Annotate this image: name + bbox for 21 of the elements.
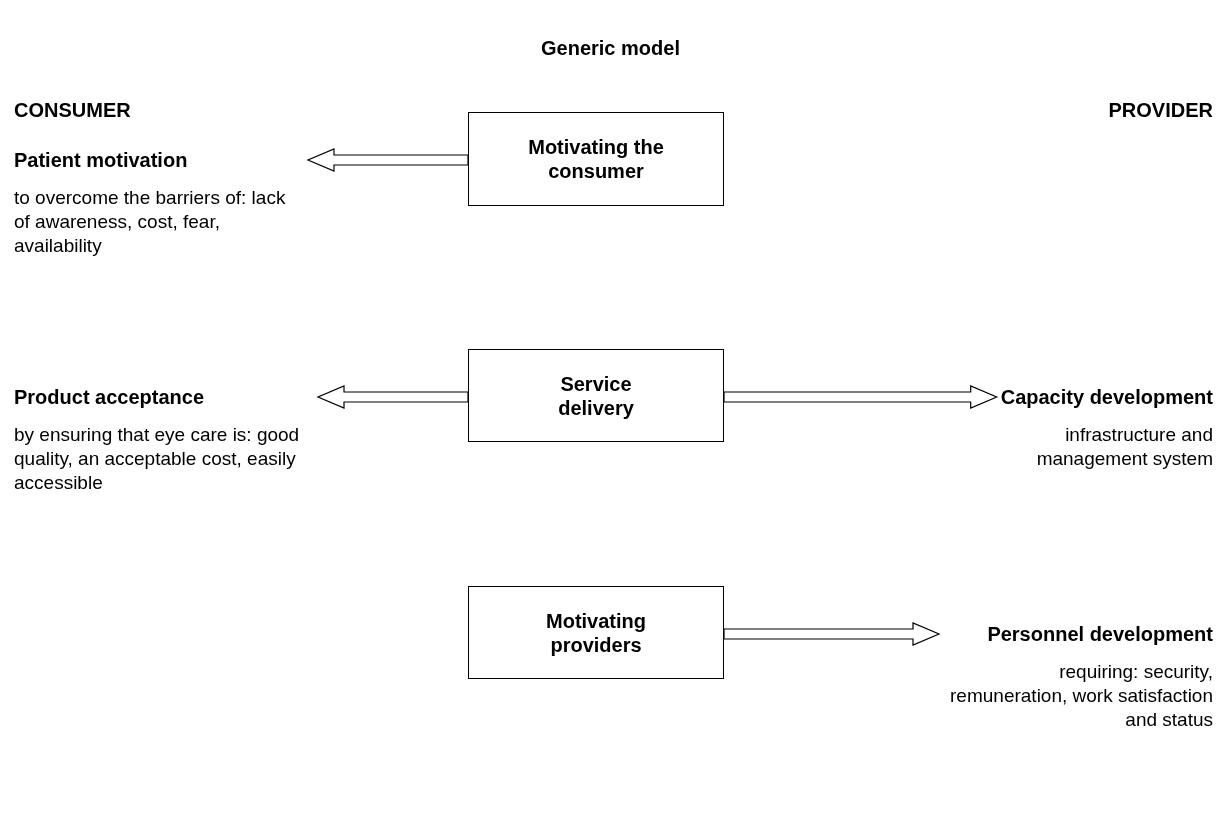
block-arrow: [316, 385, 469, 409]
node-heading: Patient motivation: [14, 148, 189, 172]
node-description: requiring: security, remuneration, work satisfaction and status: [949, 660, 1213, 732]
column-heading: PROVIDER: [1108, 98, 1213, 122]
box-label: Service delivery: [557, 371, 635, 420]
block-arrow: [306, 148, 469, 172]
process-box: [468, 586, 724, 679]
node-description: by ensuring that eye care is: good quality, an acceptable cost, easily accessible: [14, 423, 301, 495]
node-description: infrastructure and management system: [1035, 423, 1213, 471]
node-heading: Product acceptance: [14, 385, 206, 409]
box-label: Motivating the consumer: [527, 135, 665, 183]
column-heading: CONSUMER: [14, 98, 131, 122]
block-arrow: [723, 622, 941, 646]
process-box: [468, 112, 724, 206]
node-description: to overcome the barriers of: lack of awareness, cost, fear, availability: [14, 186, 287, 258]
process-box: [468, 349, 724, 442]
diagram-title: Generic model: [541, 36, 680, 60]
node-heading: Capacity development: [1000, 385, 1213, 409]
box-label: Motivating providers: [545, 608, 647, 657]
block-arrow: [723, 385, 999, 409]
node-heading: Personnel development: [986, 622, 1213, 646]
